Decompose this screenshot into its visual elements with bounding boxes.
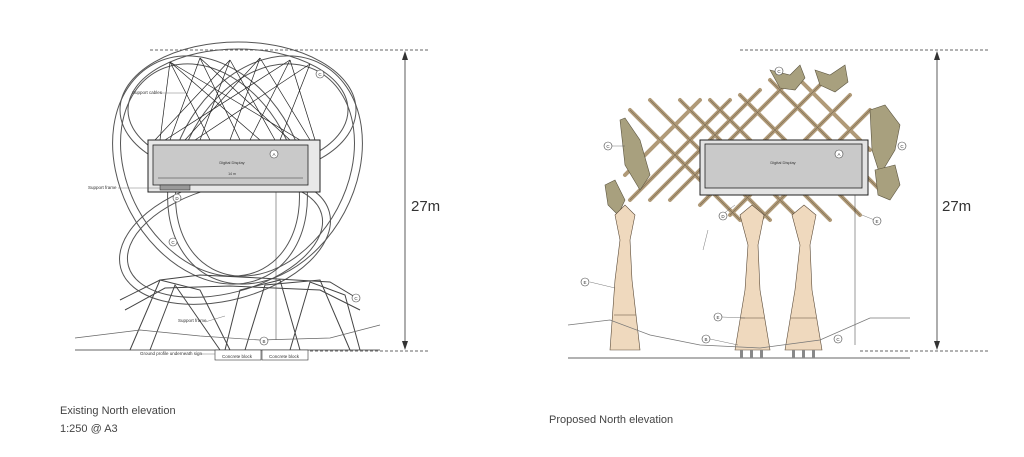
- callout-c-left: C: [171, 240, 175, 245]
- ground-profile-label: Ground profile underneath sign: [140, 351, 203, 356]
- structural-loops: [112, 41, 363, 305]
- existing-display-label: Digital Display: [219, 160, 244, 165]
- proposed-height-label: 27m: [942, 198, 972, 215]
- concrete-block-1: [214, 349, 262, 361]
- concrete-block-label-2: Concrete block: [269, 354, 300, 359]
- support-truss: [119, 274, 361, 351]
- proposed-callout-c-lower: C: [836, 337, 840, 342]
- existing-caption: Existing North elevation 1:250 @ A3: [60, 402, 176, 438]
- proposed-callout-d: D: [721, 214, 725, 219]
- ground-profile: [74, 324, 381, 341]
- support-cables: [154, 57, 316, 141]
- support-frame-label: Support frame: [88, 185, 117, 190]
- proposed-elevation-drawing: Digital Display A C C C D E E: [567, 49, 990, 359]
- callout-c-top: C: [318, 72, 322, 77]
- existing-digital-display: [152, 144, 309, 186]
- callout-d: D: [175, 196, 179, 201]
- callout-a: A: [272, 152, 275, 157]
- concrete-block-label-1: Concrete block: [222, 354, 253, 359]
- existing-title: Existing North elevation: [60, 405, 176, 417]
- proposed-caption: Proposed North elevation: [549, 411, 673, 429]
- proposed-callout-e-left: E: [583, 280, 586, 285]
- proposed-display-label: Digital Display: [770, 160, 795, 165]
- proposed-callouts: [580, 66, 907, 344]
- concrete-block-2: [261, 349, 309, 361]
- support-frame-lower-label: Support frame: [178, 318, 207, 323]
- existing-width-label: 14 m: [228, 172, 236, 176]
- antler-crowns: [604, 64, 901, 216]
- support-cables-label: Support cables: [132, 90, 163, 95]
- proposed-callout-c-top: C: [777, 69, 781, 74]
- support-frame-base: [159, 184, 191, 191]
- callout-b: B: [262, 339, 265, 344]
- proposed-callout-e-right: E: [875, 219, 878, 224]
- proposed-callout-c-right: C: [900, 144, 904, 149]
- existing-scale: 1:250 @ A3: [60, 423, 118, 435]
- proposed-title: Proposed North elevation: [549, 414, 674, 426]
- existing-elevation-drawing: Digital Display 14 m Support cables Supp…: [74, 41, 430, 361]
- timber-tree-columns: [609, 204, 823, 351]
- proposed-callout-a: A: [837, 152, 840, 157]
- foundation-piles: [740, 350, 815, 358]
- height-dimension-arrow: [402, 51, 408, 350]
- existing-callouts: [168, 69, 361, 346]
- existing-height-label: 27m: [411, 198, 441, 215]
- proposed-callout-e-mid: E: [716, 315, 719, 320]
- callout-c-right: C: [354, 296, 358, 301]
- height-dimension-arrow-proposed: [934, 51, 940, 350]
- proposed-callout-c-left: C: [606, 144, 610, 149]
- proposed-callout-b: B: [704, 337, 707, 342]
- proposed-ground-profile: [567, 317, 910, 349]
